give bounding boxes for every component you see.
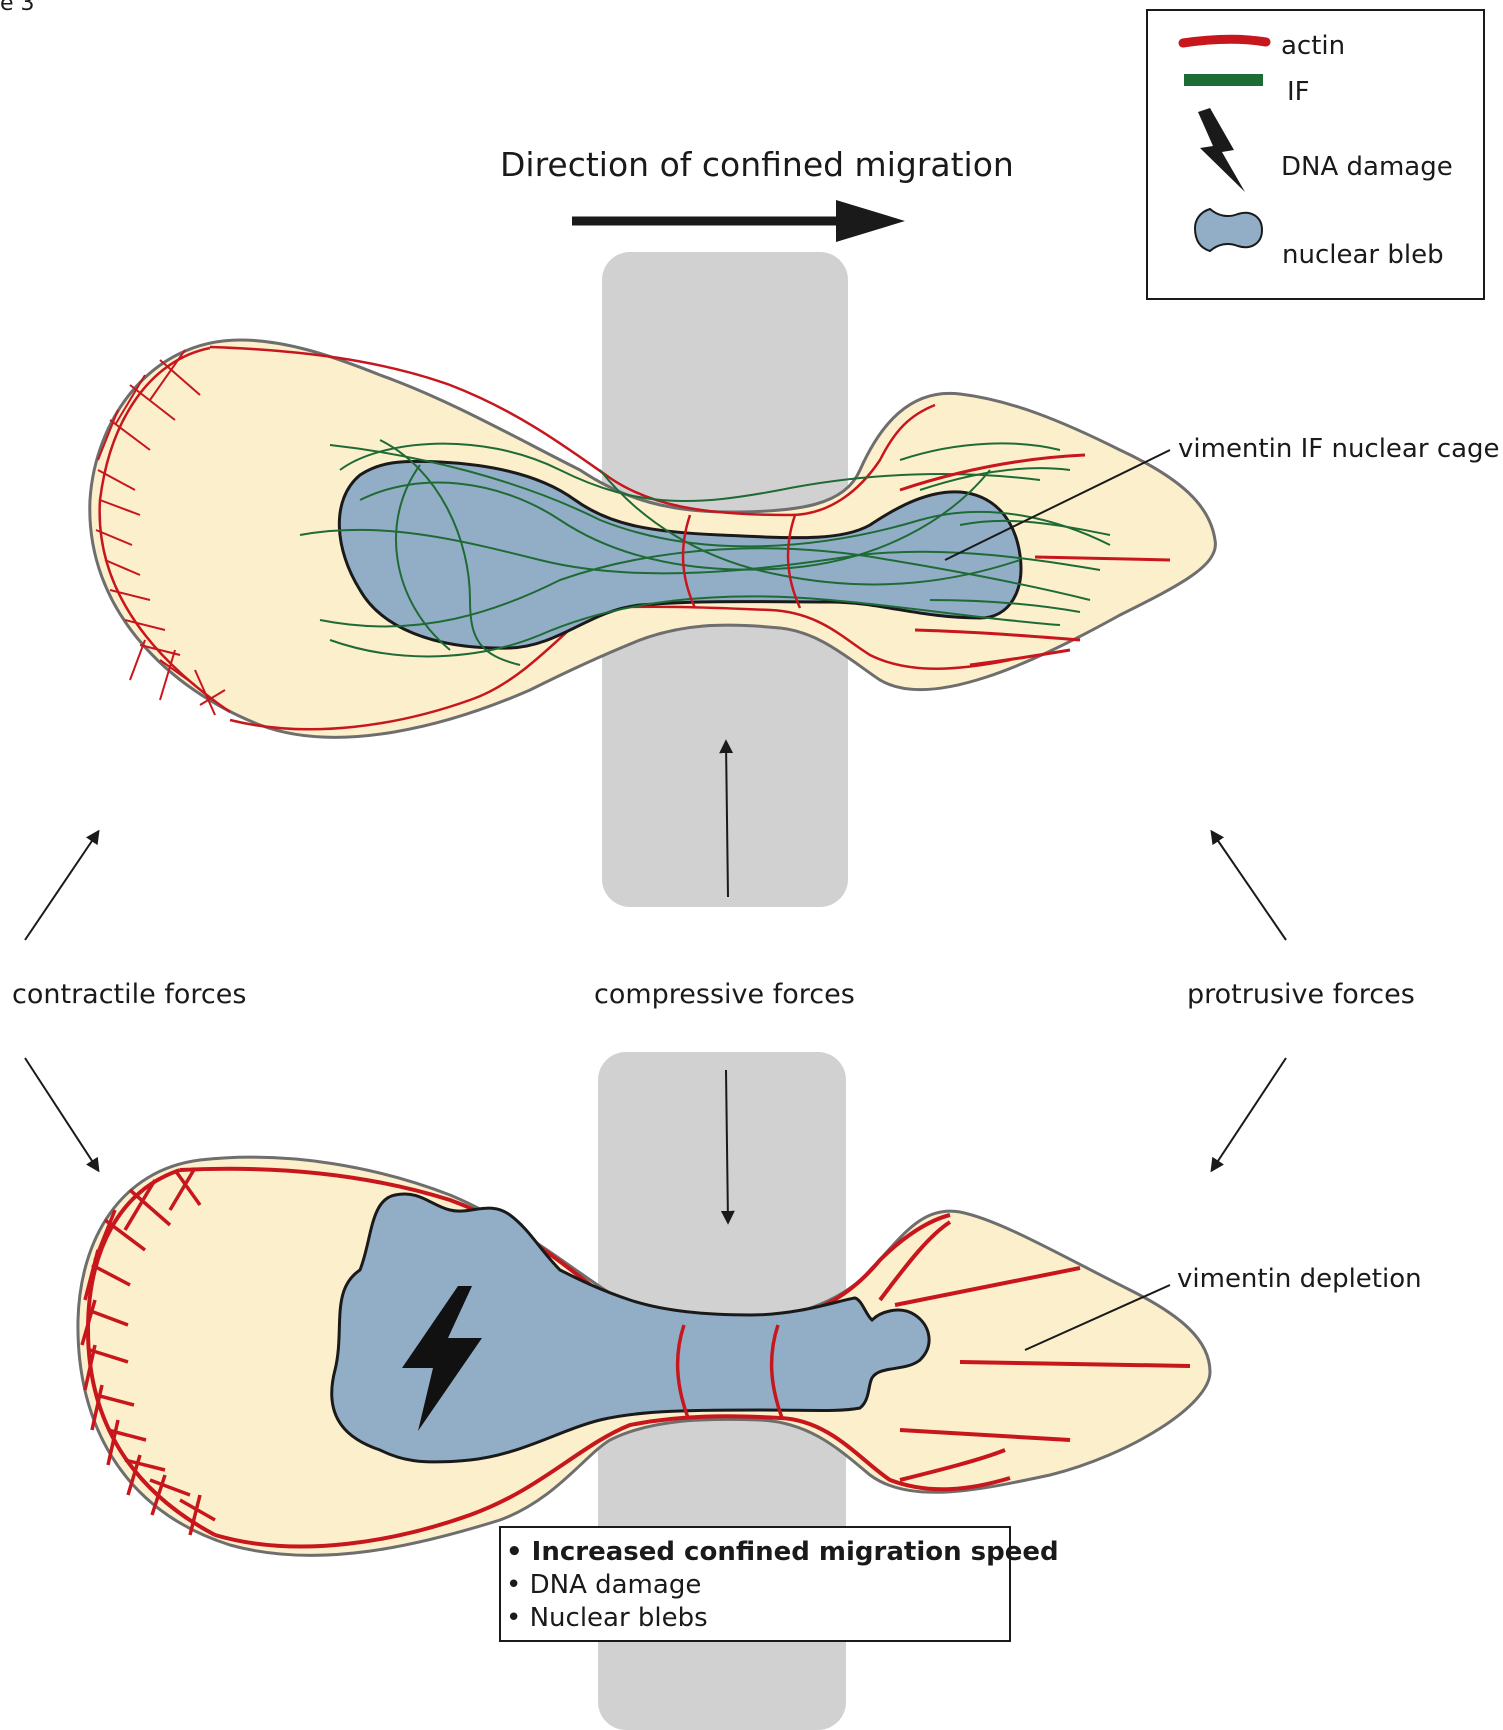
contractile-label: contractile forces <box>12 979 246 1010</box>
outcomes-box: • Increased confined migration speed • D… <box>500 1527 1059 1641</box>
figure-tag: e 3 <box>0 0 35 16</box>
contractile-arrow-up <box>25 832 98 940</box>
legend-actin-label: actin <box>1281 31 1345 61</box>
legend-nuclear-bleb-label: nuclear bleb <box>1282 240 1444 270</box>
legend-actin-swatch <box>1183 39 1266 43</box>
outcome-item-dna-damage: • DNA damage <box>506 1570 701 1600</box>
compressive-label: compressive forces <box>594 979 855 1010</box>
vimentin-depletion-label: vimentin depletion <box>1177 1264 1422 1294</box>
legend-dna-damage-label: DNA damage <box>1281 152 1453 182</box>
nuclear-bleb-icon <box>1195 209 1262 251</box>
protrusive-arrow-down <box>1212 1058 1286 1170</box>
legend: actin IF DNA damage nuclear bleb <box>1147 10 1484 299</box>
protrusive-label: protrusive forces <box>1187 979 1415 1010</box>
legend-if-swatch <box>1184 74 1263 86</box>
direction-label: Direction of confined migration <box>500 145 1014 184</box>
vimentin-cage-label: vimentin IF nuclear cage <box>1178 434 1500 464</box>
contractile-arrow-down <box>25 1058 98 1170</box>
legend-if-label: IF <box>1287 77 1310 107</box>
outcome-item-speed: • Increased confined migration speed <box>506 1537 1059 1567</box>
protrusive-arrow-up <box>1212 832 1286 940</box>
direction-arrow <box>572 200 905 242</box>
outcome-item-blebs: • Nuclear blebs <box>506 1603 708 1633</box>
